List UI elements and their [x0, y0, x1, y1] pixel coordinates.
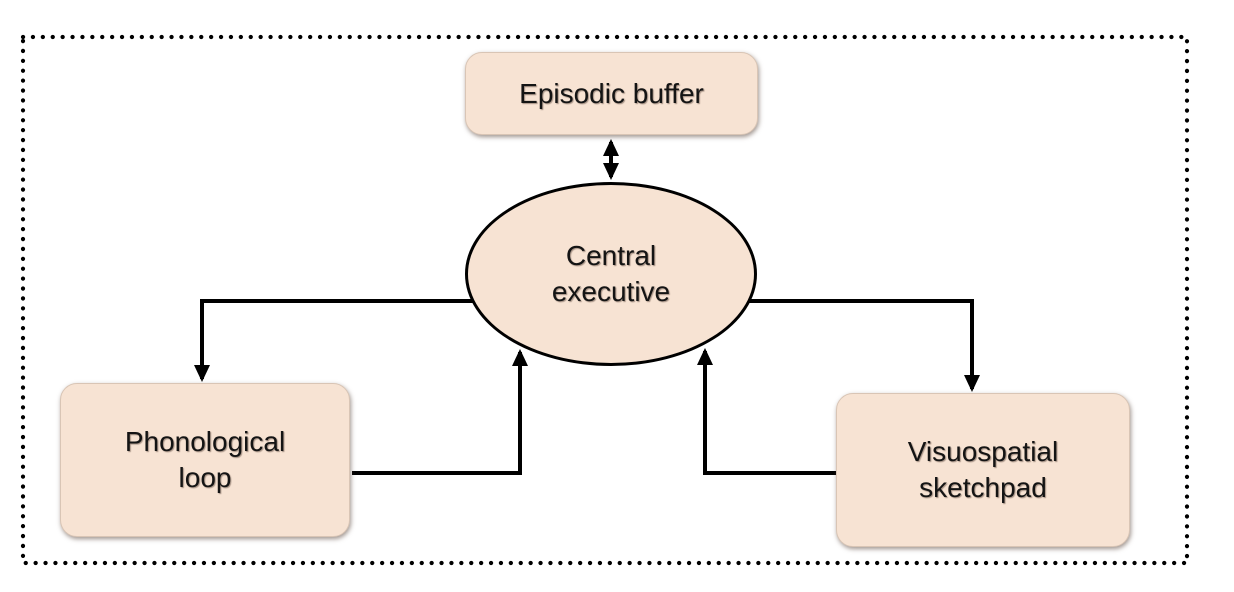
node-phonological-loop: Phonological loop [60, 383, 350, 537]
edge-central-to-visuospatial [748, 299, 980, 392]
edge-phonological-to-central [352, 349, 528, 475]
node-visuospatial-sketchpad: Visuospatial sketchpad [836, 393, 1130, 547]
node-label: Episodic buffer [519, 77, 704, 109]
node-central-executive: Central executive [465, 182, 757, 366]
node-label-line: loop [178, 462, 232, 493]
edge-central-to-phonological [194, 299, 474, 382]
node-label-line: Phonological [124, 426, 286, 457]
node-episodic-buffer: Episodic buffer [465, 52, 758, 135]
node-label-line: executive [551, 276, 671, 307]
edge-visuospatial-to-central [697, 348, 838, 475]
node-label-line: Visuospatial [907, 436, 1059, 467]
node-label-line: sketchpad [919, 472, 1047, 503]
dotted-boundary [20, 34, 1190, 566]
node-label-line: Central [565, 240, 657, 271]
